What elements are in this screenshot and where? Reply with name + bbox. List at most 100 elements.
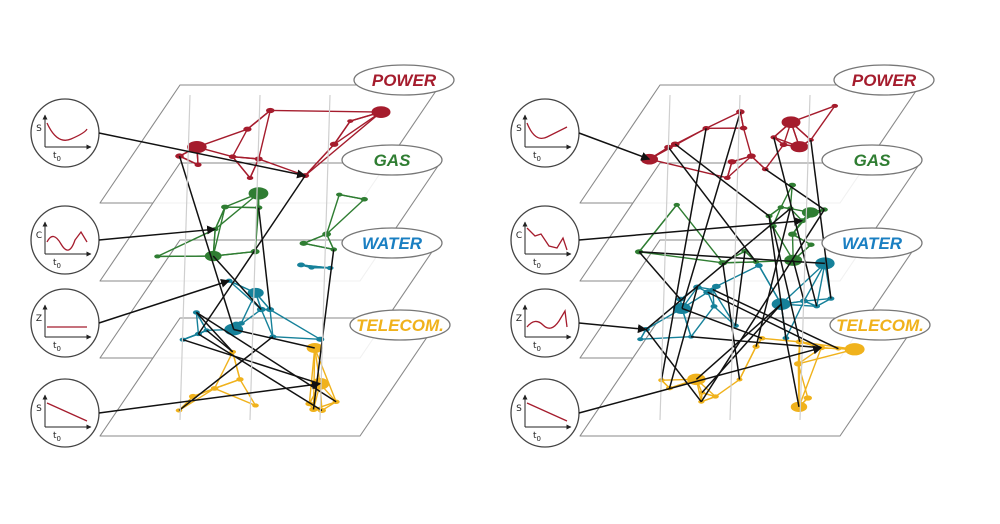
node-power	[790, 141, 809, 153]
node-water	[297, 262, 306, 268]
edge-telecom	[312, 347, 316, 410]
node-gas	[204, 250, 222, 262]
edge-gas	[339, 193, 365, 200]
layer-label-text: GAS	[854, 151, 892, 170]
node-power	[371, 106, 391, 118]
inset-t-subscript: 0	[537, 155, 541, 163]
node-gas	[801, 207, 819, 218]
edge-power	[764, 144, 785, 170]
edge-power	[810, 105, 836, 141]
layer-label-ellipse	[821, 227, 923, 259]
edge-water	[690, 305, 715, 338]
inset-plot-gas: Ct0	[30, 205, 217, 275]
inset-t-subscript: 0	[537, 262, 541, 270]
edge-water	[272, 336, 321, 341]
node-telecom	[803, 395, 813, 401]
node-gas	[807, 242, 815, 247]
edge-power	[739, 111, 745, 129]
layer-label-text: WATER	[362, 234, 423, 253]
node-water	[637, 337, 644, 342]
edge-water	[195, 312, 208, 331]
inset-y-label: C	[36, 231, 42, 241]
guide-line	[729, 94, 741, 421]
dependency-link	[674, 143, 770, 217]
edge-telecom	[314, 347, 337, 403]
edge-power	[304, 111, 382, 177]
inset-plot-power: St0	[510, 98, 651, 168]
dependency-link	[755, 208, 792, 347]
edge-gas	[722, 261, 757, 264]
dependency-link	[734, 251, 746, 326]
node-telecom	[210, 386, 219, 391]
inset-t-label: t0	[53, 431, 61, 443]
edge-gas	[780, 184, 793, 208]
edge-power	[705, 111, 741, 129]
inset-t-label: t0	[53, 258, 61, 270]
dependency-link	[645, 207, 791, 330]
edge-water	[300, 264, 331, 269]
node-gas	[154, 254, 161, 259]
layer-label-gas: GAS	[341, 144, 443, 176]
edge-gas	[157, 228, 216, 258]
node-gas	[336, 192, 343, 197]
inset-y-label: Z	[36, 314, 42, 324]
edge-power	[257, 110, 271, 160]
layer-label-text: WATER	[842, 234, 903, 253]
inset-y-label: S	[36, 404, 42, 414]
edge-telecom	[314, 347, 321, 384]
node-power	[781, 116, 801, 129]
dependency-link	[681, 111, 742, 309]
layer-label-ellipse	[829, 309, 931, 341]
dependency-links	[638, 111, 839, 407]
inset-arrow	[98, 225, 217, 241]
inset-curve	[46, 122, 88, 141]
layer-label-ellipse	[341, 144, 443, 176]
node-gas	[221, 204, 229, 210]
node-power	[254, 156, 263, 162]
network-gas	[154, 187, 368, 262]
inset-t-label: t0	[533, 431, 541, 443]
dependency-link	[772, 225, 801, 343]
node-gas	[788, 231, 797, 237]
dependency-link	[178, 336, 274, 412]
inset-curve	[526, 227, 568, 251]
inset-curve	[526, 122, 568, 140]
inset-arrow	[578, 322, 647, 334]
node-power	[347, 119, 354, 123]
node-water	[247, 287, 264, 298]
edge-water	[803, 297, 831, 302]
edge-water	[260, 309, 274, 337]
node-water	[710, 304, 718, 309]
edge-gas	[326, 198, 365, 235]
node-gas	[322, 231, 332, 237]
layer-label-power: POWER	[353, 64, 455, 96]
node-power	[770, 135, 778, 140]
node-telecom	[252, 403, 259, 408]
inset-curve	[526, 402, 568, 422]
inset-t-subscript: 0	[537, 345, 541, 353]
node-gas	[248, 187, 269, 200]
inset-t-label: t0	[533, 341, 541, 353]
edge-power	[726, 155, 752, 179]
edge-telecom	[798, 348, 855, 365]
inset-plot-water: Zt0	[510, 288, 647, 358]
node-water	[232, 321, 241, 327]
dependency-link	[178, 155, 235, 330]
edge-telecom	[308, 347, 316, 404]
dependency-link	[690, 335, 822, 349]
edge-gas	[638, 204, 678, 253]
inset-t-subscript: 0	[57, 155, 61, 163]
node-power	[739, 125, 748, 131]
dependency-link	[764, 168, 825, 211]
dependency-link	[695, 303, 782, 380]
edge-power	[270, 109, 382, 113]
inset-y-label: Z	[516, 314, 522, 324]
inset-plot-telecom: St0	[30, 378, 321, 448]
dependency-link	[660, 128, 707, 381]
edge-water	[640, 336, 692, 340]
layer-label-ellipse	[833, 64, 935, 96]
edge-gas	[676, 204, 724, 264]
vertical-guides	[179, 94, 331, 421]
